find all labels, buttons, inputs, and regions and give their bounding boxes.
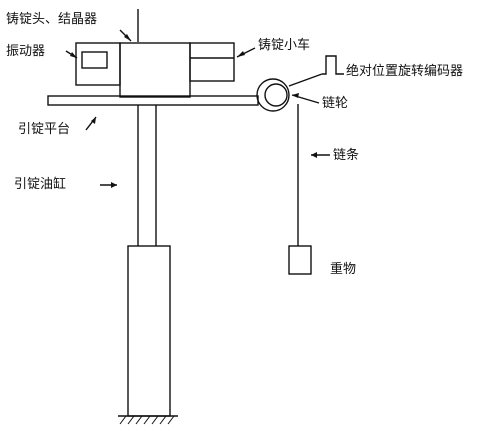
label-weight: 重物 <box>330 262 357 277</box>
vibrator-inner-box <box>81 51 108 69</box>
arrowhead-platform <box>91 117 96 124</box>
arrowhead-chain <box>311 152 317 158</box>
label-vibrator: 振动器 <box>6 44 46 59</box>
arrowhead-vibrator <box>70 52 77 58</box>
label-encoder: 绝对位置旋转编码器 <box>346 64 464 79</box>
label-chain: 链条 <box>333 148 360 163</box>
arrowhead-trolley <box>237 51 245 57</box>
arrowhead-head-mold <box>124 34 131 41</box>
encoder-link-line <box>288 73 323 87</box>
weight-block <box>288 245 312 275</box>
label-ingot-trolley: 铸锭小车 <box>258 38 311 53</box>
arrowhead-cylinder <box>111 182 117 188</box>
sprocket-outer <box>256 78 290 112</box>
encoder-pulse-symbol <box>322 55 344 75</box>
label-ingot-platform: 引锭平台 <box>18 122 71 137</box>
arrowhead-sprocket <box>292 93 299 98</box>
ground-hatching <box>119 415 175 425</box>
label-head-mold: 铸锭头、结晶器 <box>6 12 98 27</box>
sprocket-inner <box>264 83 288 107</box>
mold-side-block <box>189 42 235 82</box>
label-sprocket: 链轮 <box>322 96 349 111</box>
cylinder-barrel <box>127 245 171 417</box>
label-ingot-cylinder: 引锭油缸 <box>14 177 67 192</box>
mold-block <box>119 42 191 98</box>
